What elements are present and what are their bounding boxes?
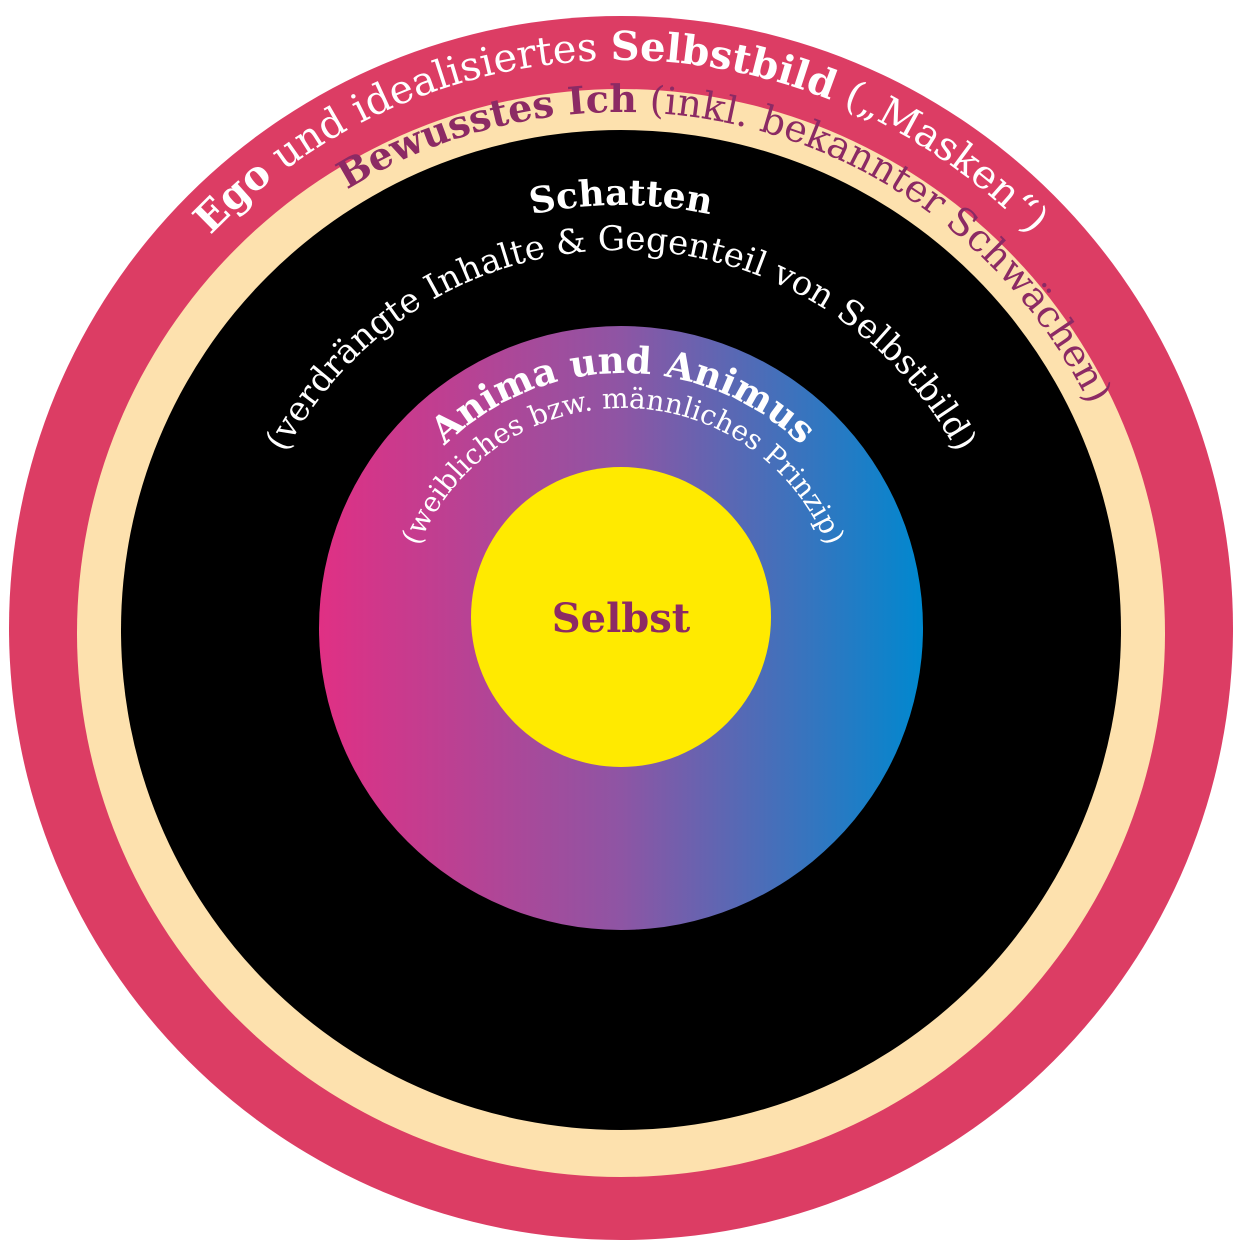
selbst-core	[471, 467, 771, 767]
selbst-label: Selbst	[552, 595, 691, 642]
